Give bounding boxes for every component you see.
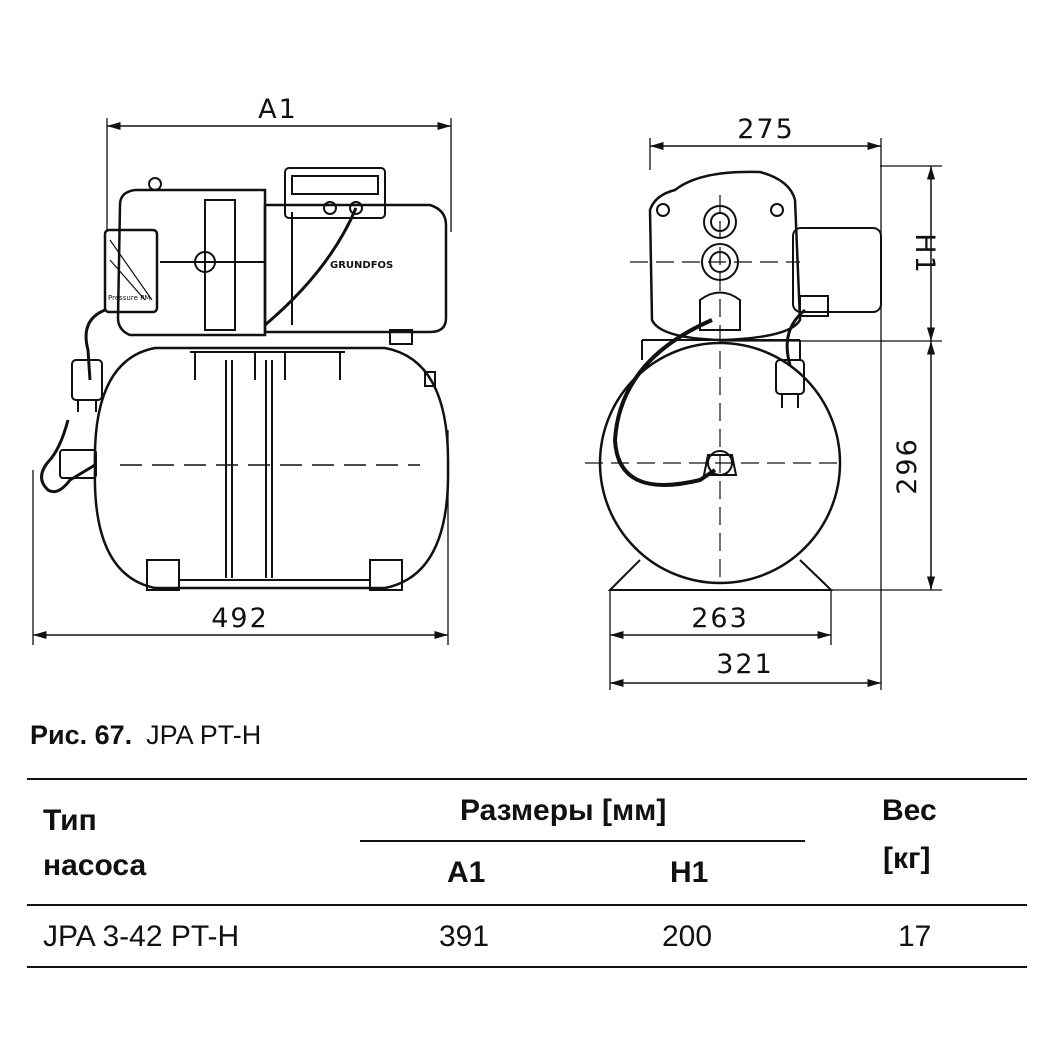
dim-label-a1: A1 bbox=[258, 94, 298, 125]
header-dims: Размеры [мм] bbox=[460, 794, 667, 827]
front-motor bbox=[263, 203, 448, 334]
table-bottom-rule bbox=[27, 966, 1027, 968]
dim-label-321: 321 bbox=[716, 649, 774, 680]
dim-label-263: 263 bbox=[691, 603, 749, 634]
dim-label-296: 296 bbox=[892, 437, 923, 495]
header-type-line2: насоса bbox=[43, 849, 147, 882]
table-top-rule bbox=[27, 778, 1027, 780]
figure-number: Рис. 67. bbox=[30, 720, 133, 750]
side-pump-casing bbox=[648, 170, 802, 342]
header-type-line1: Тип bbox=[43, 804, 97, 837]
technical-drawing: GRUNDFOS Pressure PM A1 492 bbox=[32, 94, 942, 690]
front-view: GRUNDFOS Pressure PM bbox=[32, 118, 452, 645]
dims-group-rule bbox=[360, 840, 805, 842]
figure-caption: Рис. 67. JPA PT-H bbox=[30, 720, 261, 751]
row-a1: 391 bbox=[439, 920, 490, 953]
front-pump-body bbox=[116, 188, 267, 337]
header-weight-line2: [кг] bbox=[883, 842, 931, 875]
side-hose bbox=[612, 318, 717, 487]
dim-label-492: 492 bbox=[211, 603, 269, 634]
switch-label: Pressure PM bbox=[108, 294, 150, 302]
header-bottom-rule bbox=[27, 904, 1027, 906]
header-h1: H1 bbox=[670, 856, 709, 889]
brand-mark: GRUNDFOS bbox=[330, 260, 393, 271]
row-weight: 17 bbox=[898, 920, 932, 953]
pressure-switch bbox=[103, 228, 159, 314]
figure-title: JPA PT-H bbox=[146, 720, 262, 750]
front-tank bbox=[93, 346, 450, 590]
row-h1: 200 bbox=[662, 920, 713, 953]
dimensions-table: Тип насоса Размеры [мм] A1 H1 Вес [кг] J… bbox=[27, 778, 1027, 970]
row-type: JPA 3-42 PT-H bbox=[43, 920, 240, 953]
dim-label-275: 275 bbox=[737, 114, 795, 145]
header-a1: A1 bbox=[447, 856, 486, 889]
dim-label-h1: H1 bbox=[909, 233, 940, 274]
header-weight-line1: Вес bbox=[882, 794, 937, 827]
side-view bbox=[585, 138, 942, 690]
